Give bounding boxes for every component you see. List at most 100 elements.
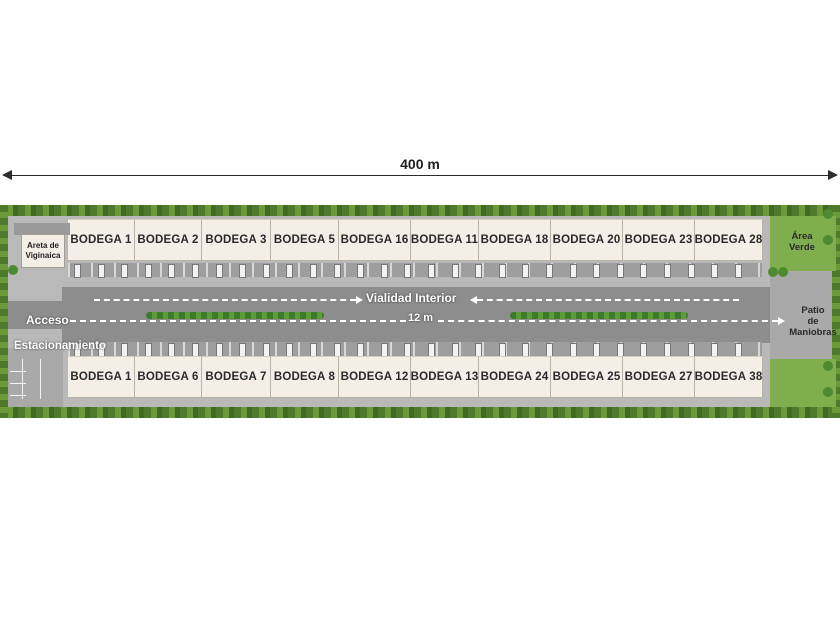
bodega-south-3: BODEGA 7: [202, 356, 271, 398]
truck-icon: [74, 264, 81, 278]
truck-icon: [380, 264, 388, 278]
truck-icon: [664, 343, 671, 357]
truck-icon: [192, 343, 199, 357]
truck-icon: [616, 343, 624, 357]
bodega-south-9: BODEGA 27: [623, 356, 695, 398]
truck-icon: [522, 343, 530, 357]
shrub: [823, 209, 833, 219]
truck-icon: [286, 264, 294, 278]
bodega-north-9: BODEGA 23: [623, 219, 695, 261]
road-width-line-right: [438, 320, 778, 322]
estacionamiento-label: Estacionamiento: [14, 340, 107, 352]
median-bushes-left: [146, 312, 324, 319]
shrub: [778, 267, 788, 277]
truck-icon: [262, 264, 270, 278]
truck-icon: [428, 343, 435, 357]
hedge-left: [0, 205, 8, 418]
vialidad-interior-label: Vialidad Interior: [366, 291, 457, 305]
bodega-south-4: BODEGA 8: [271, 356, 339, 398]
truck-icon: [451, 264, 459, 278]
truck-icon: [262, 343, 270, 357]
truck-icon: [144, 264, 152, 278]
road-width-label: 12 m: [408, 312, 434, 324]
truck-icon: [239, 343, 247, 357]
truck-icon: [711, 264, 719, 278]
truck-icon: [97, 264, 105, 278]
truck-icon: [333, 343, 341, 357]
truck-icon: [593, 343, 601, 357]
guard-booth-label-2: Viginaica: [25, 251, 61, 260]
truck-icon: [569, 343, 577, 357]
truck-icon: [286, 343, 294, 357]
truck-icon: [640, 343, 648, 357]
access-road: [8, 301, 62, 329]
bodega-north-1: BODEGA 1: [68, 219, 135, 261]
truck-icon: [121, 343, 129, 357]
truck-icon: [664, 264, 671, 278]
arrow-left-icon: [470, 296, 477, 304]
truck-icon: [498, 264, 506, 278]
bodega-north-7: BODEGA 18: [479, 219, 551, 261]
hedge-top: [0, 205, 840, 216]
truck-icon: [475, 264, 483, 278]
bodega-south-6: BODEGA 13: [411, 356, 479, 398]
truck-icon: [168, 264, 176, 278]
hedge-right: [832, 205, 840, 418]
road-arrow-east-line: [94, 299, 356, 301]
truck-icon: [404, 264, 412, 278]
bodega-north-2: BODEGA 2: [135, 219, 202, 261]
truck-icon: [239, 264, 247, 278]
truck-icon: [192, 264, 199, 278]
area-verde-label: Área Verde: [789, 231, 815, 253]
truck-icon: [451, 343, 459, 357]
median-bushes-right: [510, 312, 688, 319]
road-width-line-left: [70, 320, 406, 322]
arrow-right-icon: [356, 296, 363, 304]
bodega-north-10: BODEGA 28: [695, 219, 763, 261]
truck-icon: [310, 343, 317, 357]
truck-icon: [357, 343, 365, 357]
truck-icon: [569, 264, 577, 278]
shrub: [823, 387, 833, 397]
truck-icon: [546, 264, 553, 278]
parking-area: [8, 348, 63, 407]
acceso-label: Acceso: [26, 313, 69, 327]
bodega-south-10: BODEGA 38: [695, 356, 763, 398]
truck-icon: [215, 343, 223, 357]
truck-icon: [711, 343, 719, 357]
guard-booth: Areta de Viginaica: [21, 234, 65, 268]
bodega-south-8: BODEGA 25: [551, 356, 623, 398]
truck-icon: [616, 264, 624, 278]
truck-icon: [380, 343, 388, 357]
shrub: [768, 267, 778, 277]
bodega-north-6: BODEGA 11: [411, 219, 479, 261]
truck-icon: [687, 343, 695, 357]
truck-icon: [357, 264, 365, 278]
truck-icon: [734, 264, 742, 278]
patio-maniobras-label: Patio de Maniobras: [789, 305, 837, 338]
truck-icon: [593, 264, 601, 278]
truck-icon: [168, 343, 176, 357]
bodega-north-8: BODEGA 20: [551, 219, 623, 261]
truck-icon: [687, 264, 695, 278]
hedge-bottom: [0, 407, 840, 418]
bodega-north-4: BODEGA 5: [271, 219, 339, 261]
road-arrow-west-line: [477, 299, 739, 301]
shrub: [8, 265, 18, 275]
dimension-line: [4, 175, 836, 176]
shrub: [823, 235, 833, 245]
truck-icon: [428, 264, 435, 278]
parking-stall-line: [10, 395, 26, 396]
bodega-south-1: BODEGA 1: [68, 356, 135, 398]
parking-stall-line: [10, 383, 26, 384]
truck-icon: [310, 264, 317, 278]
parking-stall-line: [40, 359, 41, 399]
truck-icon: [734, 343, 742, 357]
bodega-north-3: BODEGA 3: [202, 219, 271, 261]
shrub: [823, 361, 833, 371]
truck-icon: [404, 343, 412, 357]
parking-stall-line: [10, 371, 26, 372]
dimension-arrow-left-icon: [2, 170, 12, 180]
